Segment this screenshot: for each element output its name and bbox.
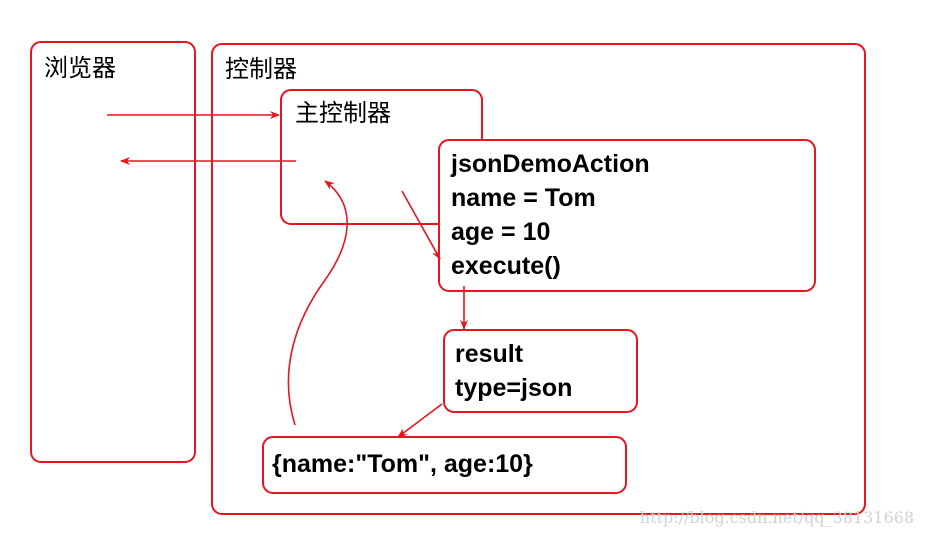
browser-label: 浏览器 [44, 54, 116, 82]
result-json-arrow [397, 403, 443, 438]
json-return-arrow [287, 180, 348, 426]
result-box: result type=json [443, 329, 638, 413]
json-output-text: {name:"Tom", age:10} [272, 450, 533, 478]
controller-label: 控制器 [225, 55, 297, 83]
json-output-box: {name:"Tom", age:10} [262, 436, 627, 494]
main-controller-box: 主控制器 [280, 89, 483, 225]
main-controller-label: 主控制器 [295, 99, 391, 127]
result-line-type: type=json [455, 374, 572, 402]
browser-container: 浏览器 [30, 41, 196, 463]
result-line-result: result [455, 340, 524, 368]
action-line-class: jsonDemoAction [450, 150, 650, 178]
action-box: jsonDemoAction name = Tom age = 10 execu… [438, 139, 816, 292]
action-line-age: age = 10 [451, 218, 550, 246]
dispatch-arrow [401, 190, 441, 260]
action-line-name: name = Tom [451, 184, 596, 212]
action-line-execute: execute() [451, 252, 561, 280]
watermark-text: http://blog.csdn.net/qq_38131668 [640, 508, 914, 527]
